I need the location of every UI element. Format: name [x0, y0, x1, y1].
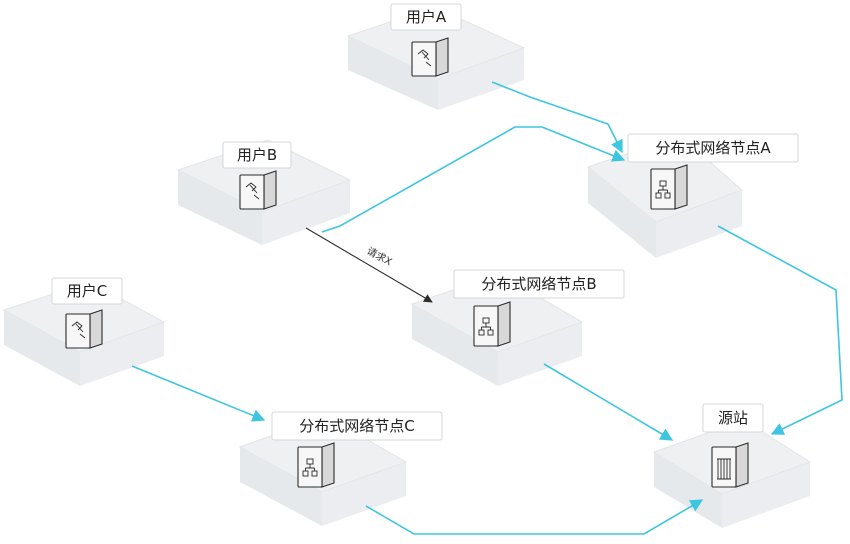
link-user-b-request-to-node-b [305, 227, 433, 303]
user-c-terminal-icon [65, 309, 103, 349]
node-b-server-icon [473, 301, 511, 347]
node-c-server-icon [297, 442, 335, 488]
label-user-c: 用户C [51, 277, 123, 305]
label-node-b: 分布式网络节点B [453, 269, 625, 299]
user-a-terminal-icon [411, 37, 449, 77]
label-user-b: 用户B [222, 141, 292, 169]
label-origin-text: 源站 [718, 409, 748, 427]
node-a-server-icon [650, 164, 688, 210]
label-node-a-text: 分布式网络节点A [655, 139, 771, 157]
label-node-c-text: 分布式网络节点C [299, 417, 414, 435]
link-user-a-to-node-a [491, 81, 623, 154]
link-node-b-to-origin [543, 363, 674, 441]
label-user-b-text: 用户B [237, 146, 277, 164]
label-user-c-text: 用户C [67, 282, 107, 300]
label-origin: 源站 [702, 403, 764, 433]
user-b-terminal-icon [239, 170, 277, 210]
link-node-a-to-origin [717, 225, 843, 435]
label-node-b-text: 分布式网络节点B [481, 275, 596, 293]
label-node-c: 分布式网络节点C [271, 411, 443, 441]
label-node-a: 分布式网络节点A [627, 133, 799, 163]
link-user-c-to-node-c [131, 365, 266, 422]
label-user-a: 用户A [390, 3, 462, 31]
origin-server-icon [711, 442, 749, 488]
label-user-a-text: 用户A [406, 8, 447, 26]
link-node-c-to-origin [365, 499, 704, 535]
link-user-b-to-node-a [321, 126, 626, 233]
